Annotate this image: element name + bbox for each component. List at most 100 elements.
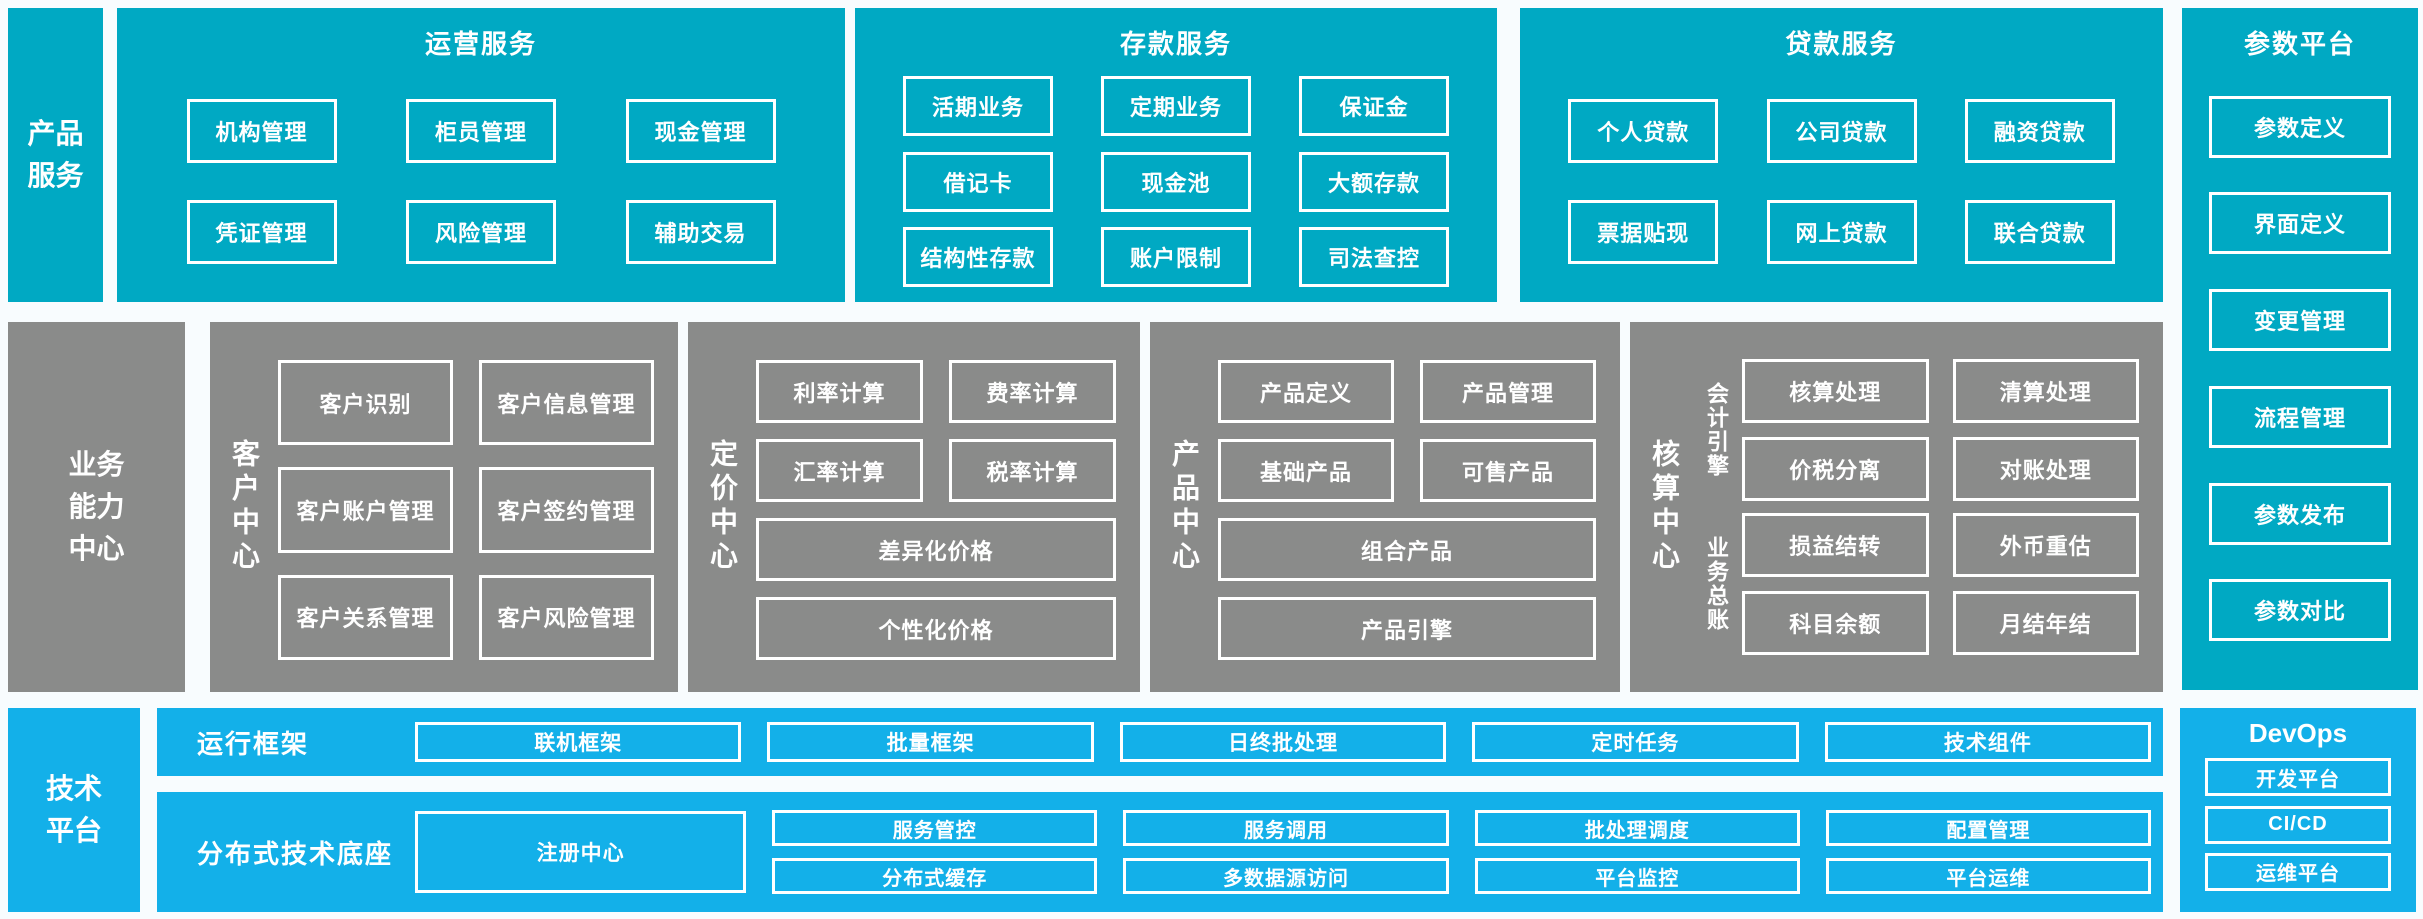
deposit-box: 现金池	[1101, 151, 1251, 212]
accounting-engine-subgroup: 会计引擎 核算处理 清算处理 价税分离 对账处理	[1690, 358, 2139, 501]
distributed-box: 平台监控	[1474, 858, 1800, 894]
parameter-box: 流程管理	[2209, 385, 2391, 448]
parameter-platform-title: 参数平台	[2243, 29, 2356, 59]
product-center-label: 产品中心	[1169, 439, 1200, 575]
customer-box: 客户信息管理	[479, 360, 654, 446]
parameter-box: 变更管理	[2209, 289, 2391, 352]
operations-title: 运营服务	[424, 29, 537, 59]
product-center-box: 基础产品	[1218, 439, 1394, 502]
operations-box: 辅助交易	[625, 200, 776, 265]
accounting-center-group: 核算中心 会计引擎 核算处理 清算处理 价税分离 对账处理 业务总账 损益结转 …	[1630, 322, 2163, 692]
product-center-box-wide: 组合产品	[1218, 518, 1596, 581]
deposit-box: 活期业务	[903, 76, 1053, 137]
customer-box: 客户识别	[278, 360, 453, 446]
parameter-box: 参数对比	[2209, 579, 2391, 642]
deposit-box: 司法查控	[1299, 226, 1449, 287]
distributed-box: 多数据源访问	[1123, 858, 1449, 894]
customer-box: 客户关系管理	[278, 574, 453, 660]
pricing-box: 利率计算	[756, 360, 923, 423]
deposit-box: 定期业务	[1101, 76, 1251, 137]
accounting-box: 价税分离	[1742, 436, 1929, 501]
distributed-box: 服务调用	[1123, 810, 1449, 846]
accounting-box: 清算处理	[1952, 358, 2139, 423]
product-center-box: 可售产品	[1420, 439, 1596, 502]
registry-center-box: 注册中心	[415, 811, 747, 893]
product-center-box: 产品定义	[1218, 360, 1394, 423]
distributed-box: 平台运维	[1825, 858, 2152, 894]
devops-box: 开发平台	[2205, 758, 2391, 797]
operations-box: 风险管理	[406, 200, 556, 265]
runtime-box: 日终批处理	[1119, 722, 1447, 762]
loan-box: 网上贷款	[1766, 200, 1917, 265]
distributed-box: 分布式缓存	[772, 858, 1098, 894]
operations-box: 机构管理	[186, 98, 337, 163]
operations-box: 现金管理	[625, 98, 776, 163]
distributed-column: 服务管控 分布式缓存	[772, 810, 1098, 894]
loan-box: 票据贴现	[1568, 200, 1719, 265]
customer-box: 客户风险管理	[479, 574, 654, 660]
parameter-box: 参数定义	[2209, 95, 2391, 158]
pricing-box-wide: 个性化价格	[756, 597, 1116, 660]
parameter-box: 参数发布	[2209, 482, 2391, 545]
accounting-box: 科目余额	[1742, 591, 1929, 656]
distributed-box: 配置管理	[1825, 810, 2152, 846]
loan-box: 联合贷款	[1964, 200, 2115, 265]
parameter-platform-group: 参数平台 参数定义 界面定义 变更管理 流程管理 参数发布 参数对比	[2182, 8, 2418, 690]
customer-box: 客户签约管理	[479, 467, 654, 553]
deposit-box: 结构性存款	[903, 226, 1053, 287]
product-center-group: 产品中心 产品定义 产品管理 基础产品 可售产品 组合产品 产品引擎	[1150, 322, 1620, 692]
band-label-technology-platform: 技术 平台	[8, 708, 140, 912]
devops-box: 运维平台	[2205, 852, 2391, 891]
operations-group: 运营服务 机构管理 柜员管理 现金管理 凭证管理 风险管理 辅助交易	[117, 8, 845, 302]
operations-box: 凭证管理	[186, 200, 337, 265]
loan-box: 公司贷款	[1766, 98, 1917, 163]
loan-group: 贷款服务 个人贷款 公司贷款 融资贷款 票据贴现 网上贷款 联合贷款	[1520, 8, 2163, 302]
band-label-business-capability-center: 业务 能力 中心	[8, 322, 185, 692]
business-ledger-subgroup: 业务总账 损益结转 外币重估 科目余额 月结年结	[1690, 513, 2139, 656]
accounting-box: 核算处理	[1742, 358, 1929, 423]
pricing-box: 税率计算	[949, 439, 1116, 502]
customer-box: 客户账户管理	[278, 467, 453, 553]
business-ledger-label: 业务总账	[1704, 536, 1729, 633]
pricing-center-label: 定价中心	[707, 439, 738, 575]
runtime-box: 定时任务	[1472, 722, 1799, 762]
runtime-box: 技术组件	[1824, 722, 2152, 762]
devops-box: CI/CD	[2205, 805, 2391, 844]
runtime-framework-label: 运行框架	[197, 728, 310, 759]
distributed-base-label: 分布式技术底座	[197, 838, 394, 869]
distributed-box: 服务管控	[772, 810, 1098, 846]
distributed-column: 配置管理 平台运维	[1825, 810, 2152, 894]
deposit-box: 保证金	[1299, 76, 1449, 137]
deposit-box: 借记卡	[903, 151, 1053, 212]
accounting-box: 月结年结	[1952, 591, 2139, 656]
devops-title: DevOps	[2248, 718, 2348, 748]
accounting-box: 损益结转	[1742, 513, 1929, 578]
distributed-column: 服务调用 多数据源访问	[1123, 810, 1449, 894]
parameter-box: 界面定义	[2209, 192, 2391, 255]
accounting-box: 外币重估	[1952, 513, 2139, 578]
product-center-box-wide: 产品引擎	[1218, 597, 1596, 660]
accounting-center-label: 核算中心	[1649, 439, 1680, 575]
deposit-title: 存款服务	[1119, 29, 1232, 59]
deposit-group: 存款服务 活期业务 定期业务 保证金 借记卡 现金池 大额存款 结构性存款 账户…	[855, 8, 1497, 302]
runtime-box: 联机框架	[415, 722, 742, 762]
band-label-product-services: 产品 服务	[8, 8, 103, 302]
loan-title: 贷款服务	[1785, 29, 1898, 59]
customer-center-label: 客户中心	[229, 439, 260, 575]
distributed-base-row: 分布式技术底座 注册中心 服务管控 分布式缓存 服务调用 多数据源访问 批处理调…	[157, 792, 2163, 912]
operations-box: 柜员管理	[406, 98, 556, 163]
distributed-column: 批处理调度 平台监控	[1474, 810, 1800, 894]
loan-box: 个人贷款	[1568, 98, 1719, 163]
customer-center-group: 客户中心 客户识别 客户信息管理 客户账户管理 客户签约管理 客户关系管理 客户…	[210, 322, 678, 692]
accounting-engine-label: 会计引擎	[1704, 381, 1729, 478]
loan-box: 融资贷款	[1964, 98, 2115, 163]
product-center-box: 产品管理	[1420, 360, 1596, 423]
deposit-box: 大额存款	[1299, 151, 1449, 212]
deposit-box: 账户限制	[1101, 226, 1251, 287]
devops-group: DevOps 开发平台 CI/CD 运维平台	[2180, 708, 2416, 912]
pricing-box-wide: 差异化价格	[756, 518, 1116, 581]
runtime-box: 批量框架	[767, 722, 1094, 762]
accounting-box: 对账处理	[1952, 436, 2139, 501]
pricing-center-group: 定价中心 利率计算 费率计算 汇率计算 税率计算 差异化价格 个性化价格	[688, 322, 1140, 692]
pricing-box: 汇率计算	[756, 439, 923, 502]
